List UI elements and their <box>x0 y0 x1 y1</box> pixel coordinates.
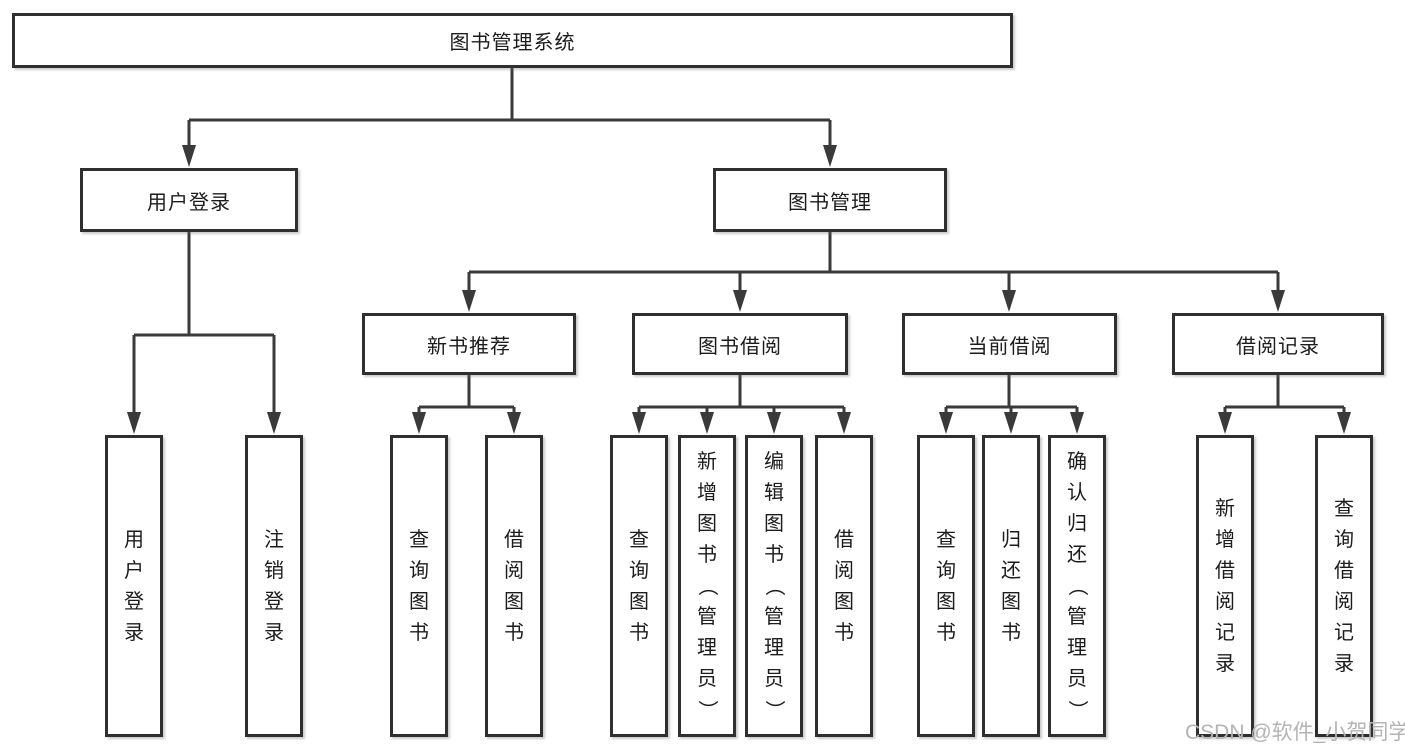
arrowhead-icon <box>507 412 521 434</box>
edge-root-to-level2 <box>187 68 832 150</box>
node-label: 借阅记录 <box>1236 335 1320 358</box>
arrowhead-icon <box>767 412 781 434</box>
arrowhead-icon <box>939 412 953 434</box>
node-book-borrowing: 图书借阅 <box>632 313 848 375</box>
leaf-current-query-book: 查询图书 <box>917 435 975 737</box>
arrowhead-icon <box>1337 412 1351 434</box>
edge-book-borrow-to-leaves <box>637 375 846 417</box>
leaf-confirm-return-admin: 确认归还（管理员） <box>1048 435 1106 737</box>
arrowhead-icon <box>462 290 476 312</box>
leaf-return-book: 归还图书 <box>982 435 1040 737</box>
arrowhead-icon <box>632 412 646 434</box>
arrowhead-icon <box>837 412 851 434</box>
leaf-recommend-borrow-book: 借阅图书 <box>485 435 543 737</box>
arrowhead-icon <box>1004 412 1018 434</box>
edge-current-borrow-to-leaves <box>944 375 1079 417</box>
leaf-user-login: 用户登录 <box>105 435 163 737</box>
csdn-watermark: CSDN @软件_小贺同学 <box>1185 721 1405 744</box>
leaf-borrow-query-book: 查询图书 <box>610 435 668 737</box>
edge-user-login-to-leaves <box>132 232 276 417</box>
node-label: 图书借阅 <box>698 335 782 358</box>
leaf-edit-book-admin: 编辑图书（管理员） <box>745 435 803 737</box>
leaf-recommend-query-book: 查询图书 <box>390 435 448 737</box>
leaf-query-borrow-record: 查询借阅记录 <box>1315 435 1373 737</box>
arrowhead-icon <box>700 412 714 434</box>
arrowhead-icon <box>1070 412 1084 434</box>
arrowheads <box>127 145 1351 434</box>
arrowhead-icon <box>733 290 747 312</box>
node-label: 新书推荐 <box>427 335 511 358</box>
arrowhead-icon <box>1218 412 1232 434</box>
node-label: 当前借阅 <box>967 335 1052 358</box>
arrowhead-icon <box>412 412 426 434</box>
arrowhead-icon <box>182 145 196 167</box>
leaf-add-borrow-record: 新增借阅记录 <box>1196 435 1254 737</box>
node-label: 用户登录 <box>147 191 231 214</box>
node-user-login: 用户登录 <box>80 168 298 232</box>
edge-new-book-rec-to-leaves <box>417 375 516 417</box>
node-library-system: 图书管理系统 <box>12 13 1013 68</box>
node-new-book-recommendation: 新书推荐 <box>362 313 576 375</box>
leaf-logout: 注销登录 <box>245 435 303 737</box>
arrowhead-icon <box>127 412 141 434</box>
node-current-borrowing: 当前借阅 <box>902 313 1117 375</box>
arrowhead-icon <box>1271 290 1285 312</box>
node-book-management: 图书管理 <box>713 168 947 232</box>
edge-borrow-records-to-leaves <box>1223 375 1346 417</box>
arrowhead-icon <box>823 145 837 167</box>
node-label: 图书管理 <box>788 191 872 214</box>
leaf-borrow-book: 借阅图书 <box>815 435 873 737</box>
edge-book-mgmt-to-level3 <box>467 232 1280 295</box>
node-borrowing-records: 借阅记录 <box>1172 313 1384 375</box>
arrowhead-icon <box>1002 290 1016 312</box>
leaf-add-book-admin: 新增图书（管理员） <box>678 435 736 737</box>
node-label: 图书管理系统 <box>449 32 576 54</box>
arrowhead-icon <box>267 412 281 434</box>
